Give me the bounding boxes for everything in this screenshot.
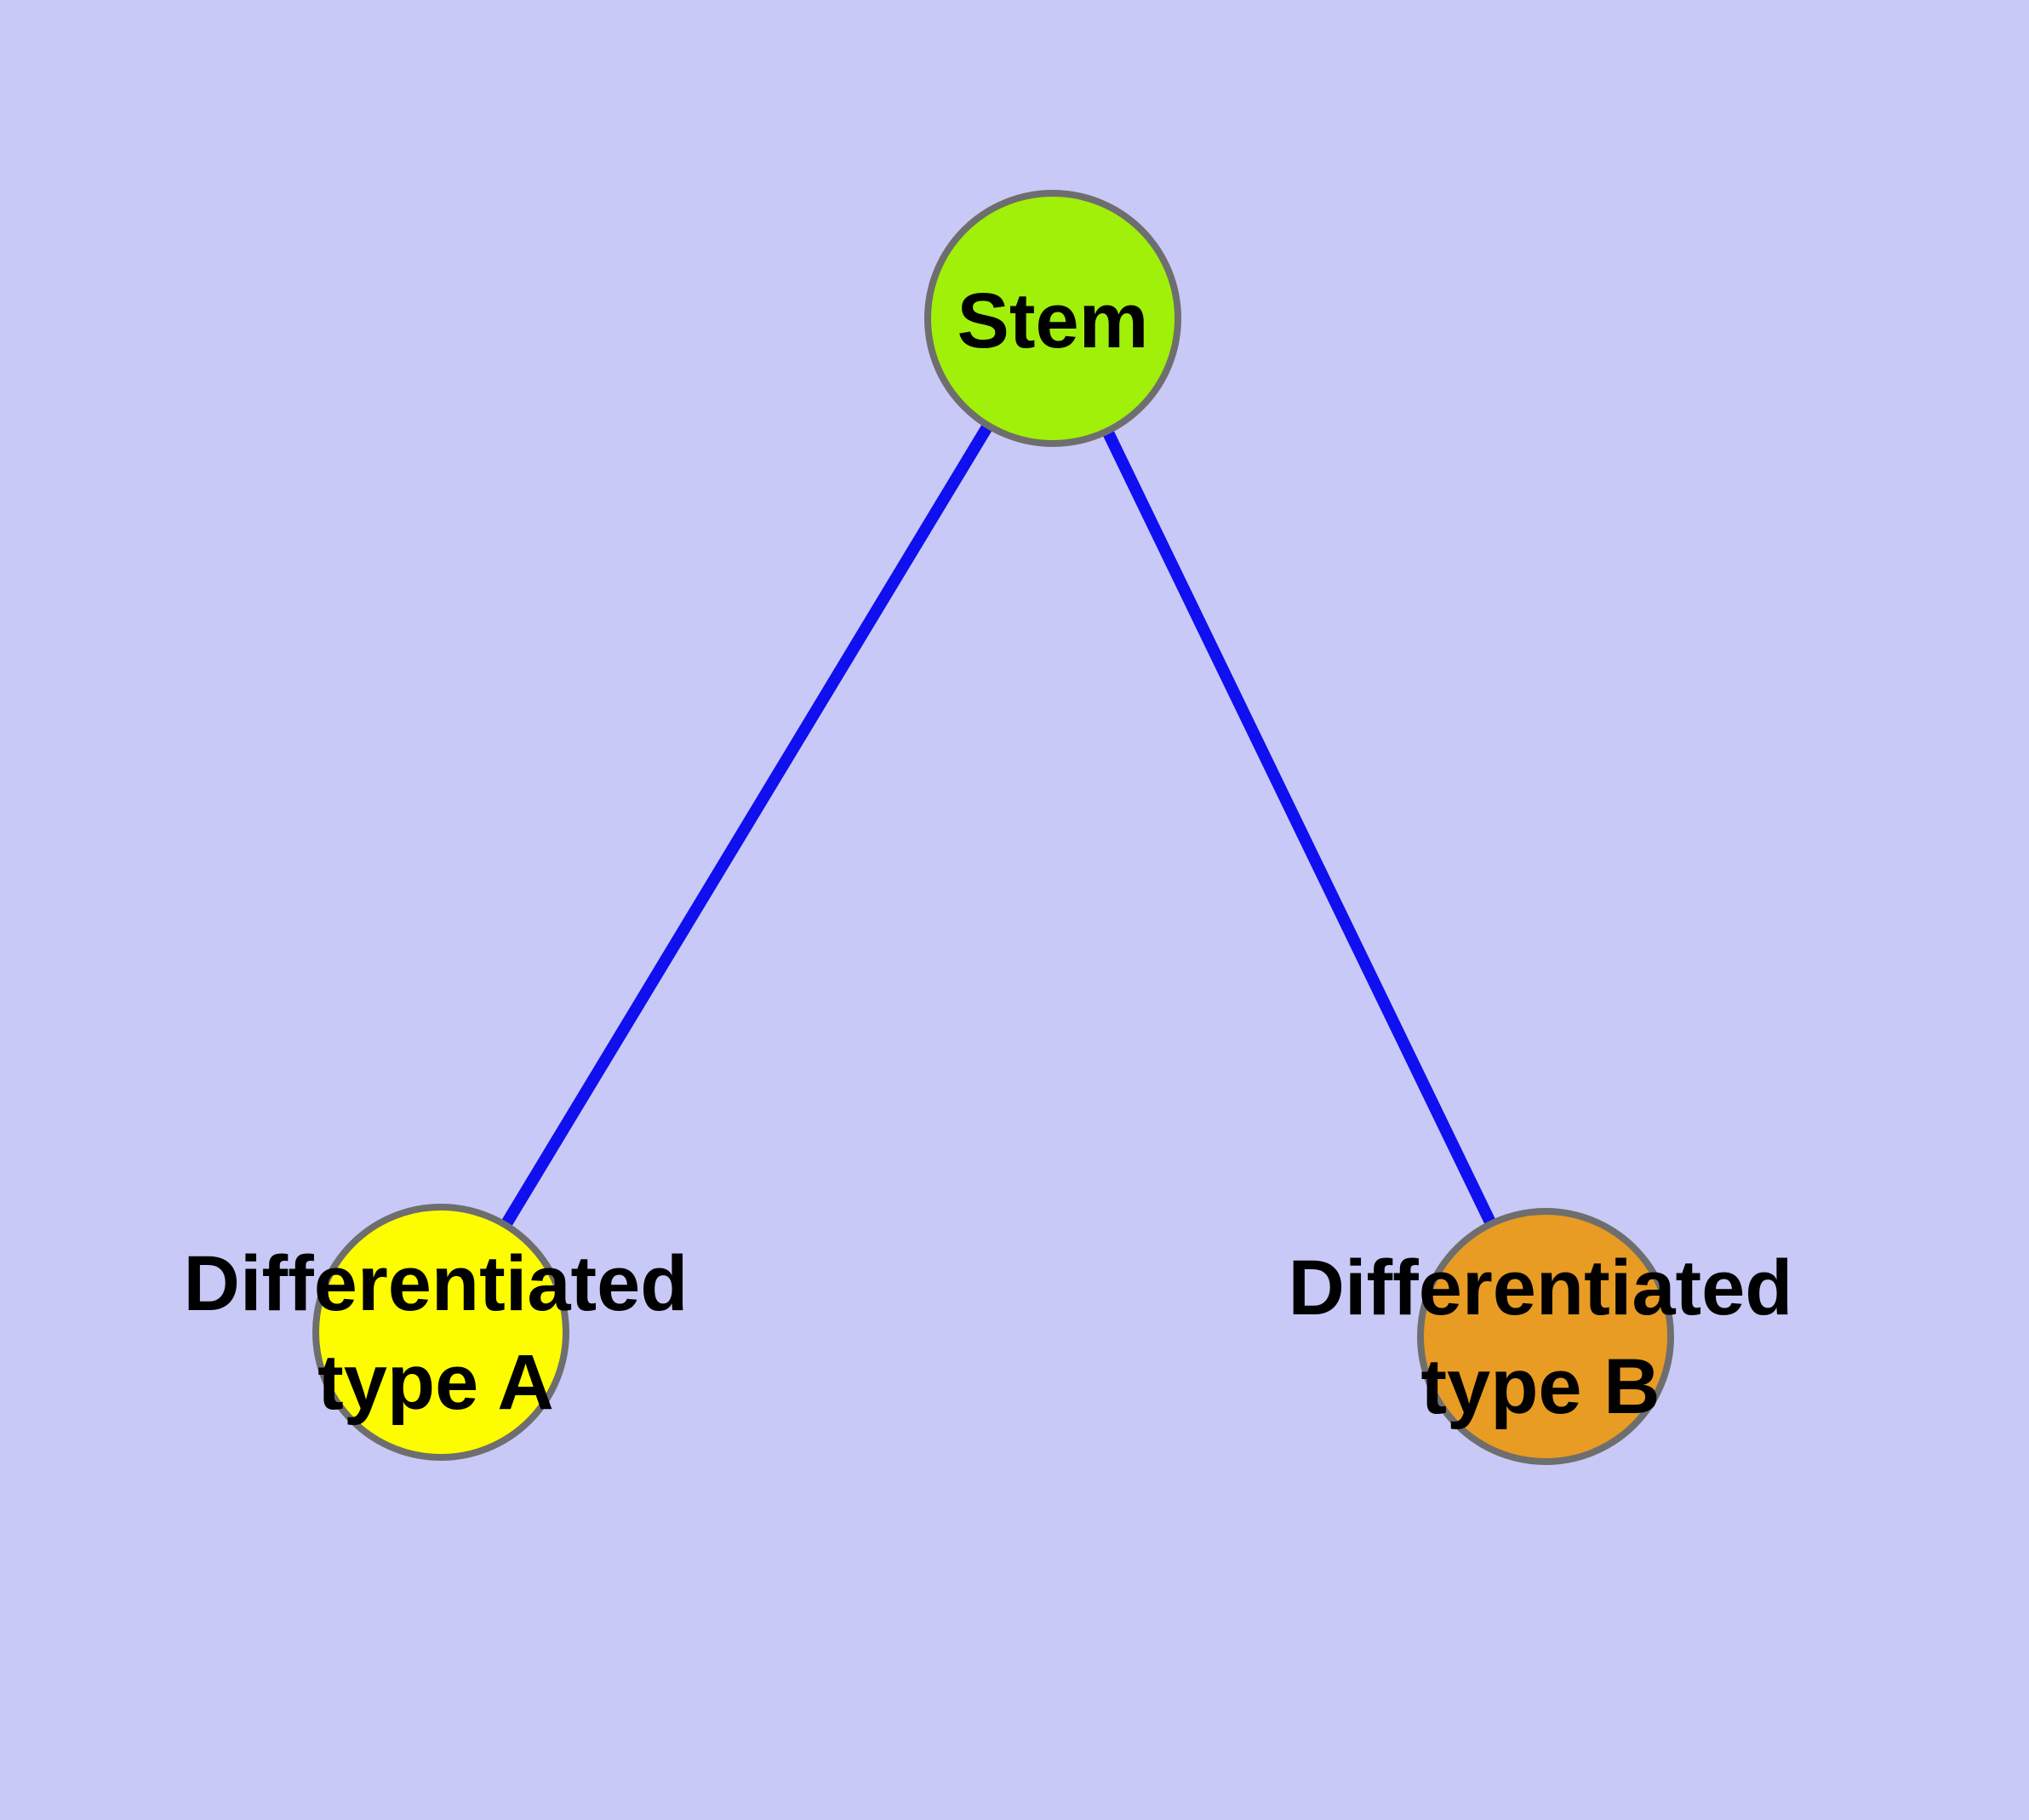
node-stem-circle [924, 190, 1181, 447]
edge-stem-to-type-a [436, 315, 1058, 1336]
edge-stem-to-type-b [1047, 315, 1552, 1340]
node-type-a-circle [312, 1204, 569, 1461]
node-type-b-label-line1: Differentiated [1289, 1245, 1793, 1331]
node-type-a-label-line1: Differentiated [184, 1240, 689, 1327]
node-type-b-circle [1417, 1208, 1674, 1465]
node-type-b-label-line2: type B [1420, 1343, 1660, 1430]
node-type-a-label-line2: type A [317, 1339, 554, 1426]
node-stem-label: Stem [957, 278, 1149, 364]
